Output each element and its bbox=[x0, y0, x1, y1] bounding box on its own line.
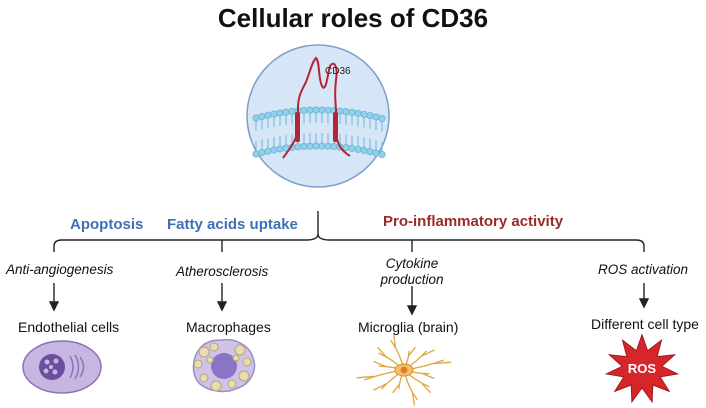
arrows bbox=[48, 283, 650, 316]
process-cytokine-line1: Cytokine bbox=[385, 256, 439, 271]
category-fatty-acids-uptake: Fatty acids uptake bbox=[167, 216, 298, 233]
process-ros-activation: ROS activation bbox=[598, 262, 689, 277]
membrane-illustration bbox=[246, 44, 390, 188]
category-pro-inflammatory: Pro-inflammatory activity bbox=[383, 213, 564, 230]
page-title: Cellular roles of CD36 bbox=[217, 3, 489, 33]
arrow-4 bbox=[638, 298, 650, 309]
cell-endothelial: Endothelial cells bbox=[18, 319, 120, 335]
microglia-illustration bbox=[356, 334, 452, 406]
process-cytokine-line2: production bbox=[380, 272, 444, 287]
cd36-label: CD36 bbox=[325, 66, 351, 77]
cell-macrophages: Macrophages bbox=[186, 319, 271, 335]
ros-label: ROS bbox=[628, 361, 657, 376]
cell-different-type: Different cell type bbox=[591, 316, 699, 332]
category-apoptosis: Apoptosis bbox=[70, 216, 144, 233]
process-atherosclerosis: Atherosclerosis bbox=[176, 264, 269, 279]
cell-microglia: Microglia (brain) bbox=[358, 319, 459, 335]
bracket bbox=[53, 211, 645, 252]
transmembrane-segment-2 bbox=[333, 112, 338, 142]
macrophage-illustration bbox=[192, 338, 256, 393]
cd36-protein bbox=[282, 56, 351, 159]
endothelial-cell-illustration bbox=[22, 340, 102, 394]
arrow-2 bbox=[216, 301, 228, 312]
ros-starburst: ROS bbox=[604, 333, 680, 404]
arrow-1 bbox=[48, 301, 60, 312]
transmembrane-segment-1 bbox=[295, 112, 300, 142]
arrow-3 bbox=[406, 305, 418, 316]
process-anti-angiogenesis: Anti-angiogenesis bbox=[6, 262, 114, 277]
